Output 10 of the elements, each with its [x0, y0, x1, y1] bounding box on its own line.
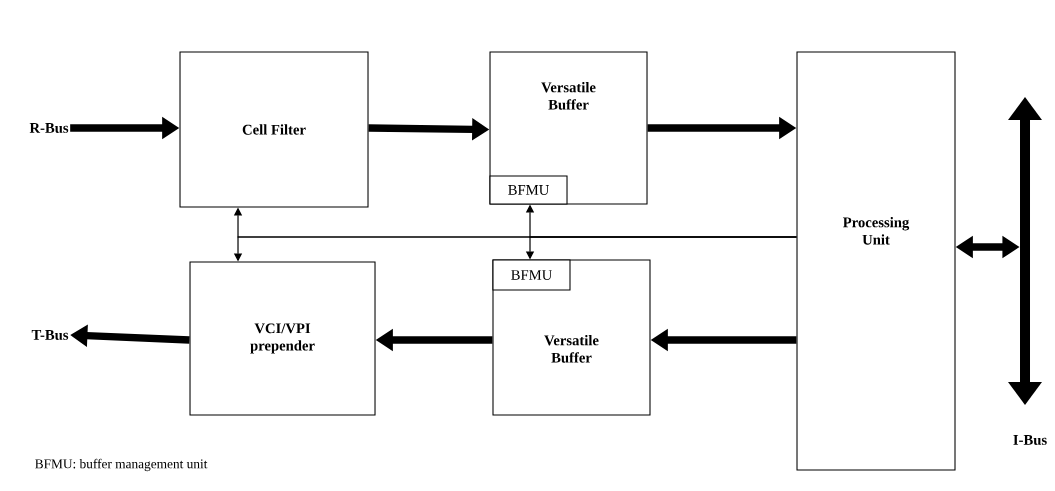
- note: BFMU: buffer management unit: [35, 458, 208, 472]
- bus-label: I-Bus: [1013, 435, 1047, 445]
- unit-box: BFMU: [489, 175, 568, 205]
- prepender-box: VCI/VPI prepender: [189, 261, 376, 416]
- bus-label: R-Bus: [29, 123, 69, 133]
- filter-box: Cell Filter: [179, 51, 369, 208]
- bus-label: T-Bus: [31, 330, 69, 340]
- processing-box: Processing Unit: [796, 51, 956, 471]
- bus-arrow: [1008, 97, 1042, 405]
- unit-box: BFMU: [492, 259, 571, 291]
